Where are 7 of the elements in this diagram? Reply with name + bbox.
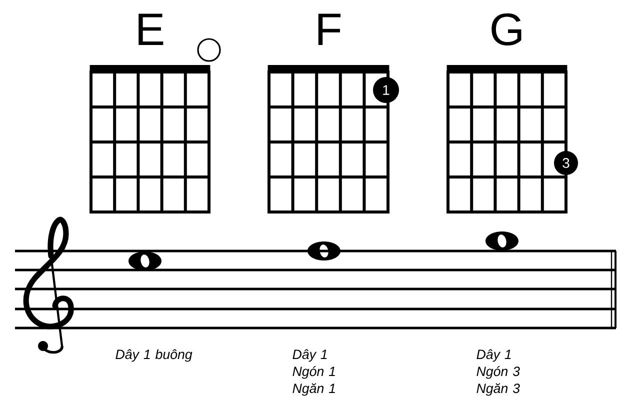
open-string-circle	[197, 38, 221, 62]
fingering-note: Dây 1 buông	[116, 349, 192, 362]
chord-name: F	[318, 14, 341, 45]
fingering-note: Dây 1 Ngón 1 Ngăn 1	[292, 349, 335, 396]
chord-name: G	[492, 13, 522, 46]
fingering-note: Dây 1 Ngón 3 Ngăn 3	[476, 349, 520, 396]
chord-name: E	[138, 14, 164, 45]
